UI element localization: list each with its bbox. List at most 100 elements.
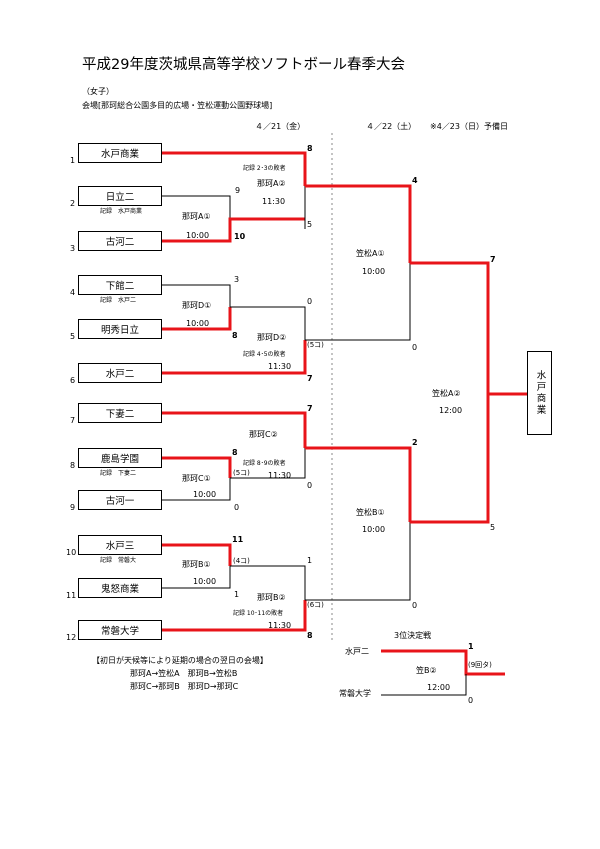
score-kasaA1-bottom: 0 (412, 343, 418, 352)
match-c1-time: 10:00 (193, 490, 217, 499)
seed-12: 12 (66, 633, 77, 642)
line-kasaA1-win (410, 261, 490, 394)
venue-label: 会場[那珂総合公園多目的広場・笠松運動公園野球場] (82, 101, 273, 110)
score-c1-bottom: 0 (234, 503, 240, 512)
champion-box: 水戸商業 (527, 351, 552, 435)
team-2: 日立二 (78, 186, 162, 206)
match-a2-time: 11:30 (262, 197, 286, 206)
match-b2-innings: (6コ) (307, 601, 324, 609)
line-kasaA1-bottom (305, 263, 411, 341)
seed-7: 7 (70, 416, 76, 425)
recorder-8-9: 記録 下妻二 (100, 470, 137, 477)
seed-10: 10 (66, 548, 77, 557)
match-kasaA1-label: 笠松A① (356, 249, 385, 258)
recorder-10-11: 記録 常磐大 (100, 557, 137, 564)
seed-2: 2 (70, 199, 76, 208)
match-final-time: 12:00 (439, 406, 463, 415)
match-d2-note: 記録 4･5の敗者 (243, 351, 286, 358)
line-third-top (381, 649, 505, 676)
match-kasaB1-label: 笠松B① (356, 508, 385, 517)
match-third-innings: (9回タ) (468, 661, 492, 669)
line-furukawa2-win (162, 217, 305, 243)
line-hitachi2 (162, 195, 231, 219)
match-b2-note: 記録 10･11の敗者 (233, 610, 284, 617)
team-6: 水戸二 (78, 363, 162, 383)
match-b1-innings: (4コ) (233, 557, 250, 565)
seed-11: 11 (66, 591, 77, 600)
seed-8: 8 (70, 461, 76, 470)
line-kashima-win (162, 456, 232, 478)
seed-5: 5 (70, 332, 76, 341)
line-kasaB1-bottom (305, 522, 411, 601)
seed-4: 4 (70, 288, 76, 297)
score-b1-bottom: 1 (234, 590, 240, 599)
match-a2-note: 記録 2･3の敗者 (243, 165, 286, 172)
match-d2-time: 11:30 (268, 362, 292, 371)
team-5: 明秀日立 (78, 319, 162, 339)
score-d2-bottom: 7 (307, 374, 313, 383)
line-shimodate2 (162, 284, 231, 307)
score-final-top: 7 (490, 255, 496, 264)
score-d2-top: 0 (307, 297, 313, 306)
match-c2-note: 記録 8･9の敗者 (243, 460, 286, 467)
match-b1-label: 那珂B① (182, 560, 211, 569)
score-d1-bottom: 8 (232, 331, 238, 340)
recorder-2-3: 記録 水戸商業 (100, 208, 143, 215)
third-heading: 3位決定戦 (394, 631, 432, 640)
notice-line-2: 那珂C→那珂B 那珂D→那珂C (130, 682, 239, 691)
page-title: 平成29年度茨城県高等学校ソフトボール春季大会 (82, 57, 405, 73)
date-reserve: ※4／23（日）予備日 (430, 122, 508, 131)
match-kasaB1-time: 10:00 (362, 525, 386, 534)
line-mitoshogyo-win (162, 151, 307, 186)
match-b2-time: 11:30 (268, 621, 292, 630)
line-third-bottom (381, 674, 467, 696)
score-c2-top: 7 (307, 404, 313, 413)
line-c2-bottom (230, 448, 306, 479)
notice-line-1: 那珂A→笠松A 那珂B→笠松B (130, 669, 238, 678)
line-d2-top (230, 306, 306, 340)
score-kasaB1-bottom: 0 (412, 601, 418, 610)
line-mito3-win (162, 543, 232, 566)
match-c1-innings: (5コ) (233, 469, 250, 477)
score-kasaA1-top: 4 (412, 176, 418, 185)
third-team-top: 水戸二 (345, 647, 369, 656)
seed-3: 3 (70, 244, 76, 253)
score-kasaB1-top: 2 (412, 438, 418, 447)
line-b2-top (230, 565, 306, 600)
match-final-label: 笠松A② (432, 389, 461, 398)
date-day2: ４／22（土） (366, 122, 417, 131)
team-11: 鬼怒商業 (78, 578, 162, 598)
seed-6: 6 (70, 376, 76, 385)
line-kinu (162, 566, 231, 589)
score-final-bottom: 5 (490, 523, 496, 532)
team-9: 古河一 (78, 490, 162, 510)
score-a1-top: 9 (235, 186, 241, 195)
team-4: 下館二 (78, 275, 162, 295)
seed-9: 9 (70, 503, 76, 512)
score-d1-top: 3 (234, 275, 240, 284)
team-10: 水戸三 (78, 535, 162, 555)
match-third-label: 笠B② (416, 666, 437, 675)
line-furukawa1 (162, 478, 231, 501)
team-12: 常磐大学 (78, 620, 162, 640)
match-a2-label: 那珂A② (257, 179, 286, 188)
match-a1-label: 那珂A① (182, 212, 211, 221)
line-mito2-win (162, 340, 307, 375)
notice-heading: 【初日が天候等により延期の場合の翌日の会場】 (92, 656, 268, 665)
match-c2-label: 那珂C② (249, 430, 278, 439)
score-third-top: 1 (468, 642, 474, 651)
match-d1-time: 10:00 (186, 319, 210, 328)
match-d2-label: 那珂D② (257, 333, 287, 342)
score-c2-bottom: 0 (307, 481, 313, 490)
line-kasaA1-top (305, 184, 412, 263)
match-b1-time: 10:00 (193, 577, 217, 586)
team-8: 鹿島学園 (78, 448, 162, 468)
score-a1-bottom: 10 (234, 232, 246, 241)
score-third-bottom: 0 (468, 696, 474, 705)
match-d1-label: 那珂D① (182, 301, 212, 310)
match-b2-label: 那珂B② (257, 593, 286, 602)
line-shimotsuma2-win (162, 411, 307, 448)
seed-1: 1 (70, 156, 76, 165)
match-c1-label: 那珂C① (182, 474, 211, 483)
